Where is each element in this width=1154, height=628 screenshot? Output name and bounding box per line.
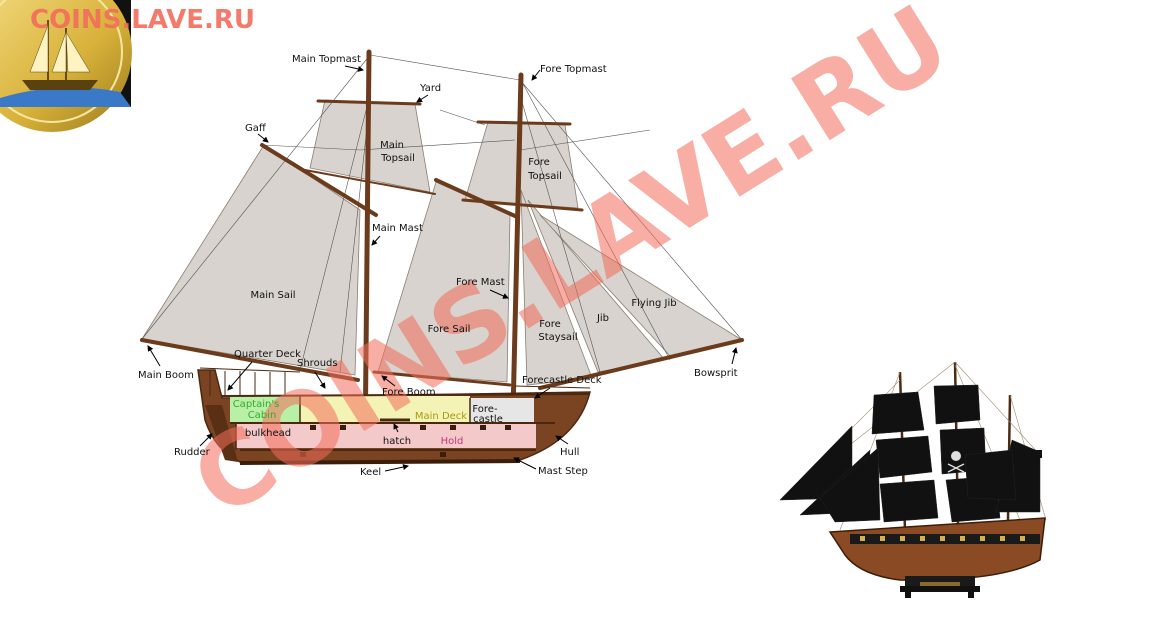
fore-topsail-yard: [461, 198, 584, 212]
main-gaff: [260, 143, 378, 217]
label-forecastle-deck: Forecastle Deck: [522, 375, 602, 386]
label-main-boom: Main Boom: [138, 370, 194, 381]
label-hatch: hatch: [383, 436, 411, 447]
label-shrouds: Shrouds: [297, 358, 338, 369]
fore-gaff: [434, 178, 517, 218]
label-main-sail: Main Sail: [250, 290, 295, 301]
coin-ship-icon: [22, 20, 98, 90]
label-bowsprit: Bowsprit: [694, 368, 738, 379]
label-quarter-deck: Quarter Deck: [234, 349, 301, 360]
spars: [140, 49, 744, 458]
bowsprit: [538, 338, 744, 390]
model-ship-image: [779, 361, 1047, 598]
main-sail: [141, 144, 361, 376]
label-captains-cabin-2: Cabin: [248, 410, 277, 421]
label-fore-boom: Fore Boom: [382, 387, 436, 398]
label-bulkhead: bulkhead: [245, 428, 291, 439]
label-forecastle-1: Fore-: [472, 404, 498, 415]
main-mast: [362, 49, 372, 458]
corner-watermark: COINS.LAVE.RU: [30, 5, 255, 35]
label-fore-topsail-1: Fore: [528, 157, 550, 168]
fore-topmast-yard: [476, 120, 572, 126]
label-jib: Jib: [596, 313, 609, 324]
main-deck-area: [300, 396, 470, 422]
label-keel: Keel: [360, 467, 381, 478]
main-topsail-yard-low: [304, 169, 436, 195]
label-fore-staysail-2: Staysail: [538, 332, 577, 343]
label-flying-jib: Flying Jib: [631, 298, 676, 309]
label-main-topsail-2: Topsail: [380, 153, 415, 164]
label-captains-cabin-1: Captain's: [233, 399, 280, 410]
fore-mast: [509, 72, 524, 458]
rigging-lines: [141, 54, 743, 373]
label-hold: Hold: [441, 436, 464, 447]
label-gaff: Gaff: [245, 123, 267, 134]
label-fore-staysail-1: Fore: [539, 319, 561, 330]
skull-flag-icon: [947, 451, 965, 473]
label-main-deck: Main Deck: [415, 411, 467, 422]
label-yard: Yard: [419, 83, 441, 94]
part-labels: Main Topmast Yard Fore Topmast Gaff Main…: [138, 54, 738, 478]
label-mast-step: Mast Step: [538, 466, 588, 477]
forecastle-area: [470, 398, 534, 424]
label-fore-topmast: Fore Topmast: [540, 64, 607, 75]
label-fore-sail: Fore Sail: [428, 324, 471, 335]
fore-boom: [372, 370, 512, 387]
label-hull: Hull: [560, 447, 579, 458]
main-topmast-yard: [316, 99, 422, 106]
label-rudder: Rudder: [174, 447, 211, 458]
rudder: [205, 405, 238, 462]
label-main-topsail-1: Main: [380, 140, 404, 151]
label-main-mast: Main Mast: [372, 223, 423, 234]
sail-plan: [141, 99, 744, 386]
coin-thumbnail: [0, 0, 132, 132]
label-main-topmast: Main Topmast: [292, 54, 361, 65]
label-forecastle-2: castle: [473, 414, 503, 425]
keel: [239, 459, 521, 465]
main-boom: [140, 338, 360, 382]
captains-cabin-area: [230, 396, 300, 422]
label-fore-mast: Fore Mast: [456, 277, 505, 288]
label-fore-topsail-2: Topsail: [527, 171, 562, 182]
hull: [197, 367, 591, 465]
